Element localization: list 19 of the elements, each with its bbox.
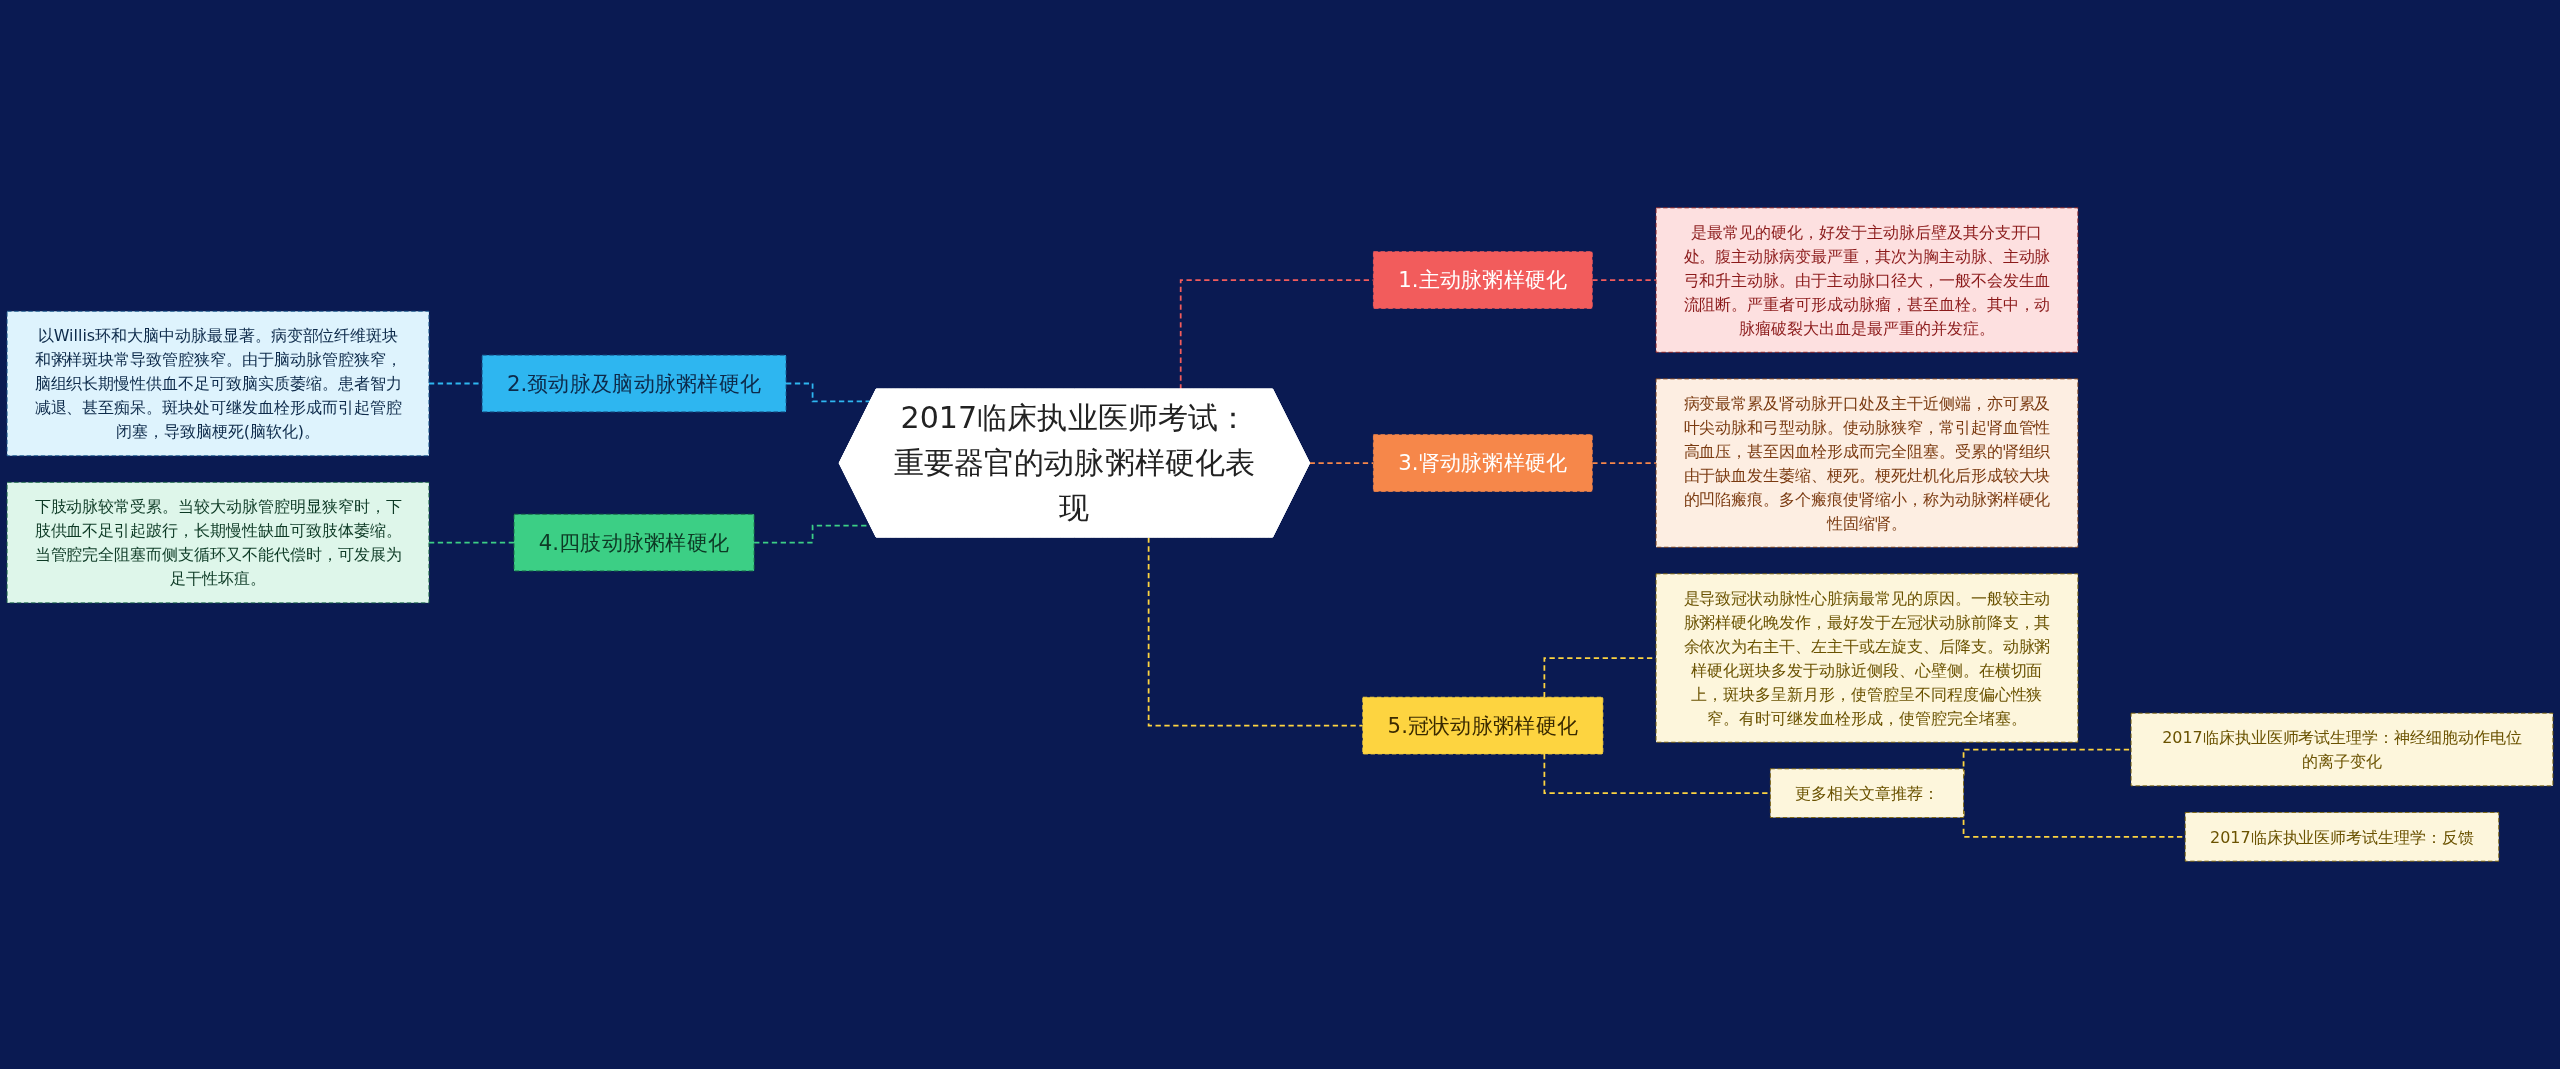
connector [428,541,515,544]
node-box [1655,378,2079,548]
node-box [2130,712,2554,787]
node-box [513,513,755,572]
node-box [1372,251,1593,309]
node-box [6,310,430,457]
node-box [1655,207,2079,353]
connector [785,382,872,403]
node-box [1769,768,1964,818]
node-box [1372,434,1593,492]
connector [1147,536,1364,727]
connector [1309,462,1375,465]
node-box [6,481,430,604]
node-box [2184,812,2500,862]
node-box [1362,696,1604,755]
connector [1591,462,1657,464]
connector [1591,279,1657,281]
node-box [1655,573,2079,743]
node-box [481,354,787,413]
